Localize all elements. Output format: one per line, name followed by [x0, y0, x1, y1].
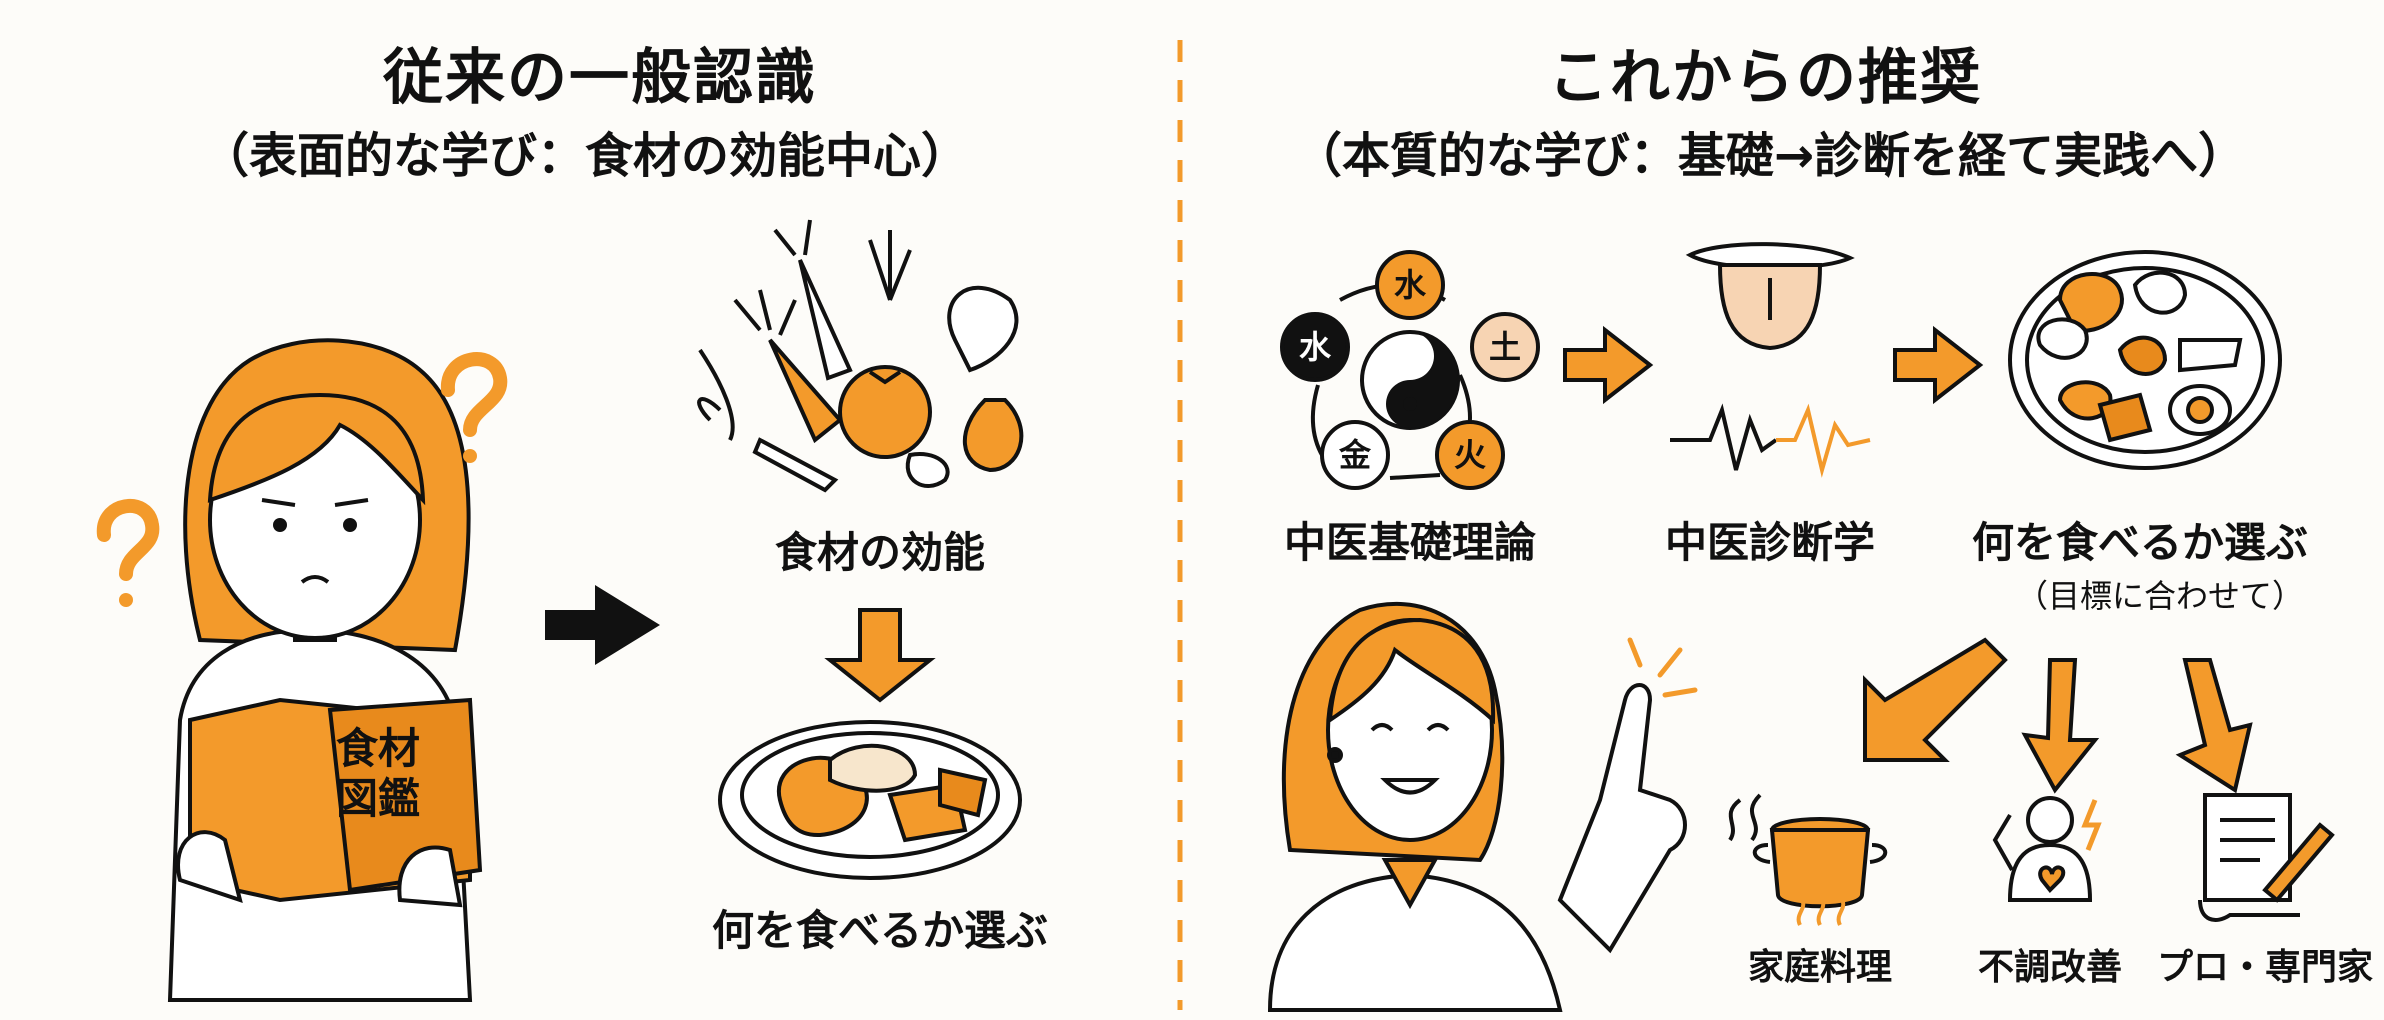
balanced-meal-plate-illustration: [2008, 250, 2282, 470]
right-step-basic-theory: 中医基礎理論: [1283, 518, 1537, 567]
sparkle-icon: [1627, 637, 1698, 698]
professional-document-icon: [2198, 793, 2335, 922]
cooking-pot-icon: [1728, 793, 1888, 926]
right-arrow-icon-2: [1893, 325, 1984, 405]
element-label-top: 水: [1393, 266, 1427, 304]
down-left-arrow-icon: [1863, 637, 2008, 762]
element-label-left: 水: [1298, 328, 1332, 366]
right-step-diagnosis: 中医診断学: [1664, 518, 1876, 567]
health-improvement-icon: [1992, 796, 2102, 902]
question-mark-icon: [96, 352, 508, 607]
food-encyclopedia-book-icon: [176, 697, 483, 908]
book-text-line-1: 食材: [335, 724, 421, 773]
five-elements-diagram: [1280, 250, 1540, 490]
right-step-note: （目標に合わせて）: [2015, 577, 2305, 615]
pulse-wave-icon: [1670, 403, 1778, 471]
outcome-health-improvement: 不調改善: [1977, 947, 2123, 988]
right-title: これからの推奨: [1548, 43, 1982, 113]
outcome-home-cooking: 家庭料理: [1747, 947, 1893, 988]
right-arrow-icon-1: [1563, 325, 1654, 405]
outcome-professional: プロ・専門家: [2156, 947, 2374, 988]
right-subtitle: （本質的な学び：基礎→診断を経て実践へ）: [1293, 128, 2247, 184]
element-label-bottom-left: 金: [1338, 436, 1372, 474]
right-step-choose-food: 何を食べるか選ぶ: [1971, 518, 2309, 567]
element-label-right: 土: [1488, 328, 1522, 366]
down-arrow-icon-2: [2021, 658, 2100, 794]
tongue-diagnosis-icon: [1685, 242, 1855, 351]
left-step-ingredient-effects: 食材の効能: [774, 528, 986, 577]
meal-plate-illustration: [718, 720, 1022, 880]
left-step-choose-food: 何を食べるか選ぶ: [711, 906, 1049, 955]
book-text-line-2: 図鑑: [335, 774, 421, 823]
explaining-woman-illustration: [1267, 601, 1687, 1012]
element-label-bottom-right: 火: [1453, 436, 1487, 474]
left-title: 従来の一般認識: [383, 43, 817, 113]
right-arrow-icon: [545, 585, 660, 665]
down-arrow-icon: [824, 608, 936, 703]
pulse-wave-orange: [1776, 403, 1871, 478]
left-subtitle: （表面的な学び：食材の効能中心）: [200, 128, 970, 184]
ingredients-illustration: [697, 219, 1024, 493]
down-right-arrow-icon: [2175, 658, 2253, 794]
